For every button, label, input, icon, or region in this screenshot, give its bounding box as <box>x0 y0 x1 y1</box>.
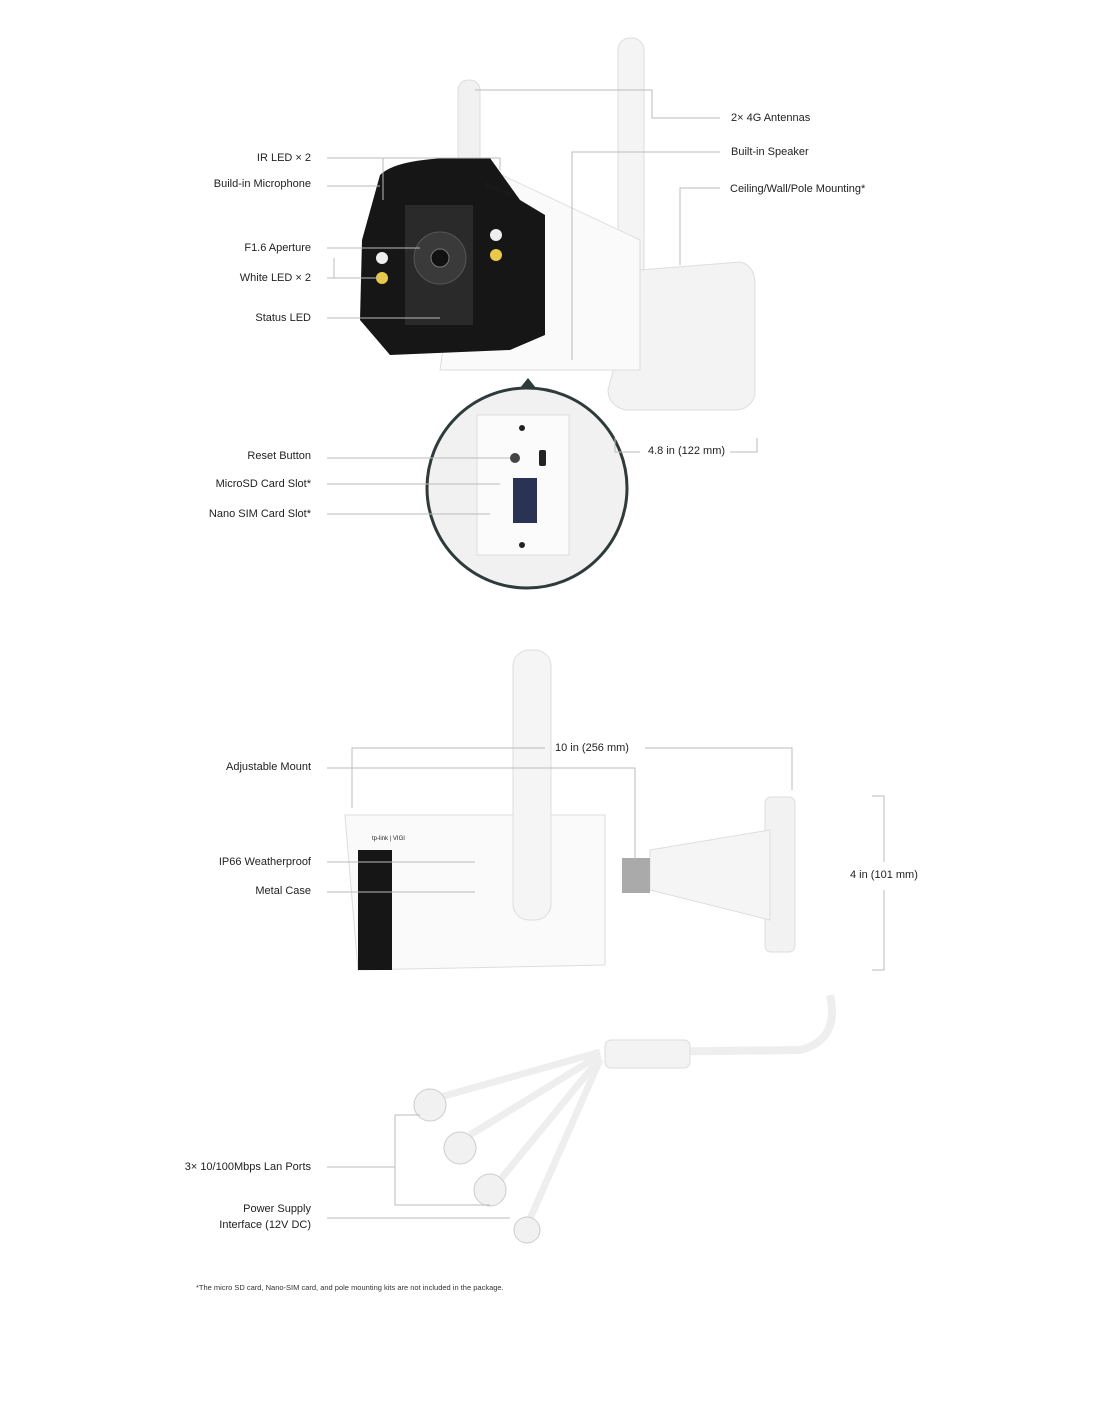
footnote: *The micro SD card, Nano-SIM card, and p… <box>196 1283 504 1292</box>
label-antennas: 2× 4G Antennas <box>731 112 811 124</box>
front-bezel <box>358 850 392 970</box>
sd-sim-slot <box>513 478 537 523</box>
label-adjustable-mount: Adjustable Mount <box>226 761 311 773</box>
label-depth: 4.8 in (122 mm) <box>648 445 726 457</box>
label-power-line2: Interface (12V DC) <box>219 1219 311 1231</box>
label-reset: Reset Button <box>247 450 311 462</box>
label-power-line1: Power Supply <box>243 1203 311 1215</box>
lan-port <box>443 1131 477 1165</box>
label-white-led: White LED × 2 <box>239 272 311 284</box>
label-mounting: Ceiling/Wall/Pole Mounting* <box>730 183 866 195</box>
reset-button <box>510 453 520 463</box>
label-microphone: Build-in Microphone <box>213 178 311 190</box>
lan-port <box>473 1173 507 1207</box>
label-speaker: Built-in Speaker <box>731 146 809 158</box>
top-leader-lines <box>327 89 758 515</box>
lens <box>430 248 450 268</box>
label-metal-case: Metal Case <box>255 885 311 897</box>
camera-side-view <box>344 649 836 1244</box>
antenna <box>512 649 552 921</box>
brand-logo: tp-link | VIGI <box>372 836 405 842</box>
label-nano-sim: Nano SIM Card Slot* <box>208 508 311 520</box>
camera-front-view <box>360 37 756 590</box>
label-status-led: Status LED <box>255 312 311 324</box>
power-port <box>513 1216 541 1244</box>
label-length: 10 in (256 mm) <box>555 742 629 754</box>
wall-mount <box>607 261 756 411</box>
label-weatherproof: IP66 Weatherproof <box>218 856 311 868</box>
label-aperture: F1.6 Aperture <box>244 242 311 254</box>
label-lan-ports: 3× 10/100Mbps Lan Ports <box>184 1161 311 1173</box>
label-height: 4 in (101 mm) <box>850 869 918 881</box>
label-microsd: MicroSD Card Slot* <box>215 478 311 490</box>
side-leader-lines <box>327 747 885 1219</box>
cable <box>629 994 836 1056</box>
lan-port <box>413 1088 447 1122</box>
label-ir-led: IR LED × 2 <box>256 152 311 164</box>
